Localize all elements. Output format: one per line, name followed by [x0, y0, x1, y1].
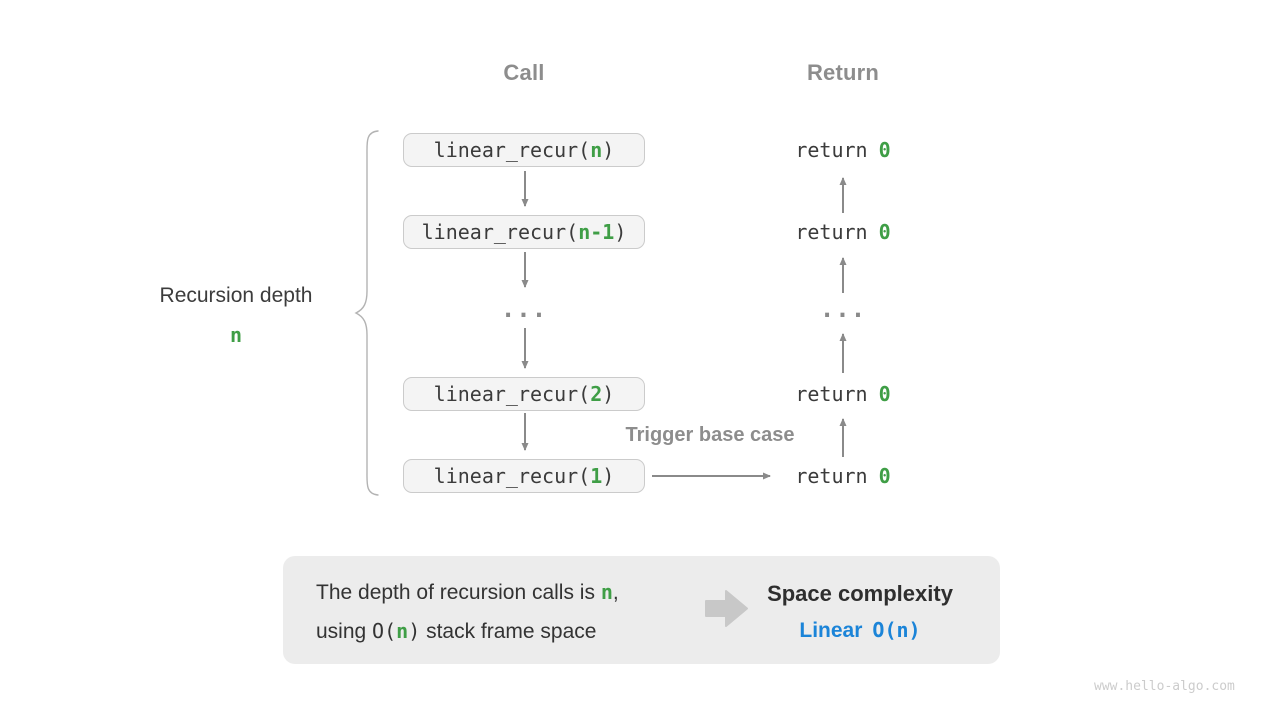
call-frame-n-1: linear_recur(n-1) [403, 215, 645, 249]
return-value: 0 [878, 382, 891, 406]
summary-panel: The depth of recursion calls is n, using… [283, 556, 1000, 664]
space-complexity-result: Linear O(n) [752, 618, 968, 643]
return-column-ellipsis: ... [819, 295, 867, 323]
call-frame-text: linear_recur( [433, 464, 591, 488]
return-value: 0 [878, 464, 891, 488]
summary-text: The depth of recursion calls is n, using… [316, 573, 716, 651]
call-frame-n: linear_recur(n) [403, 133, 645, 167]
call-frame-1: linear_recur(1) [403, 459, 645, 493]
call-column-ellipsis: ... [500, 295, 548, 323]
call-frame-arg: n-1 [578, 220, 615, 244]
call-frame-arg: n [590, 138, 603, 162]
summary-line-2: using O(n) stack frame space [316, 619, 597, 643]
return-value: 0 [878, 138, 891, 162]
watermark: www.hello-algo.com [1094, 679, 1235, 694]
trigger-base-case-label: Trigger base case [625, 424, 795, 446]
call-frame-text: linear_recur( [433, 138, 591, 162]
call-column-header: Call [503, 60, 545, 85]
call-frame-arg: 1 [590, 464, 603, 488]
return-column-header: Return [806, 60, 880, 85]
summary-line-1: The depth of recursion calls is n, [316, 580, 619, 604]
right-block-arrow-icon [705, 590, 748, 627]
summary-n: n [600, 580, 613, 604]
recursion-depth-value: n [229, 323, 243, 347]
recursion-depth-label: Recursion depth [159, 284, 313, 307]
complexity-class-label: Linear [799, 619, 863, 642]
call-frame-2: linear_recur(2) [403, 377, 645, 411]
big-o-notation: O(n) [872, 618, 921, 642]
return-value: 0 [878, 220, 891, 244]
space-complexity-title: Space complexity [767, 581, 953, 606]
call-frame-text: linear_recur( [433, 382, 591, 406]
call-frame-text: linear_recur( [421, 220, 579, 244]
call-frame-arg: 2 [590, 382, 603, 406]
recursion-depth-brace [354, 130, 379, 496]
summary-n: n [396, 619, 409, 643]
